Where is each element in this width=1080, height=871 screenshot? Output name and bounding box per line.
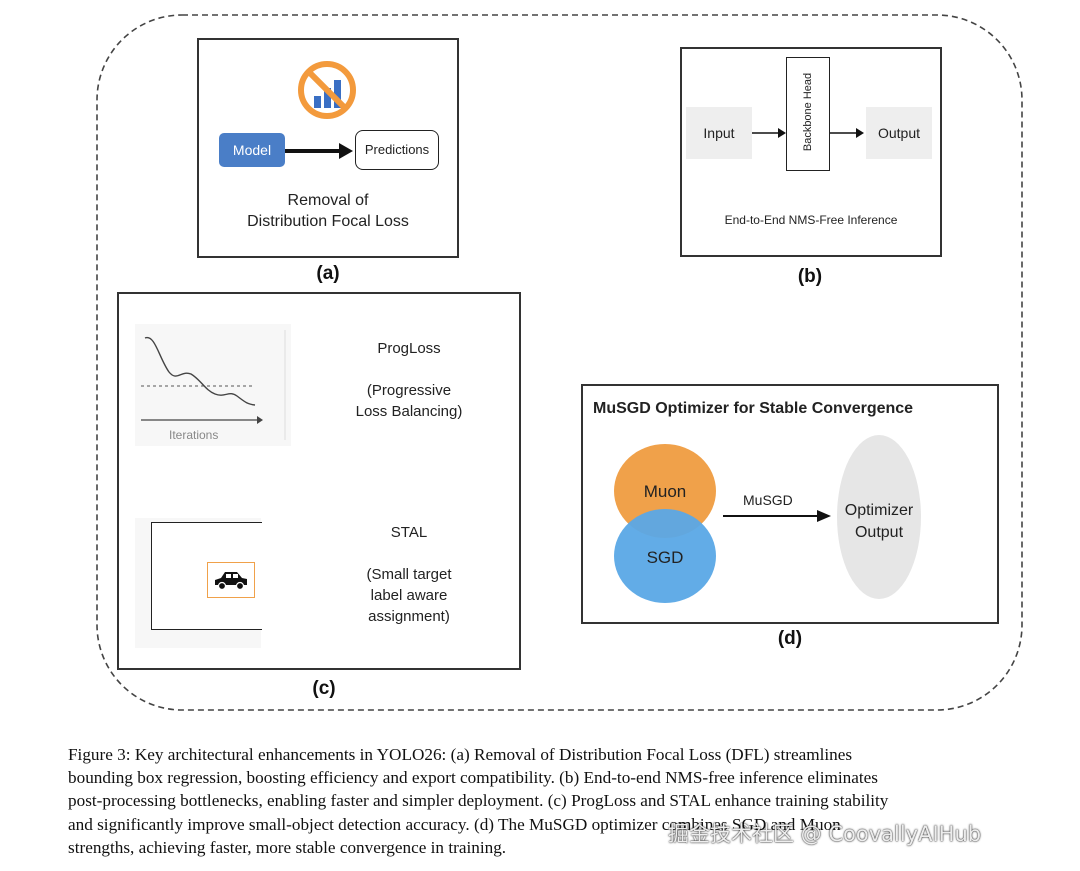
panel-b-caption: End-to-End NMS-Free Inference — [724, 213, 898, 227]
backbone-head-label: Backbone Head — [802, 72, 814, 152]
panel-c: Iterations ProgLoss (Progressive Loss Ba… — [117, 292, 521, 670]
optimizer-output-line2: Output — [854, 524, 904, 541]
optimizer-output-line1: Optimizer — [844, 502, 914, 519]
panel-d: MuSGD Optimizer for Stable Convergence M… — [581, 384, 999, 624]
caption-line-5: strengths, achieving faster, more stable… — [68, 837, 507, 857]
panel-a-sublabel: (a) — [316, 263, 340, 284]
progloss-desc-line1: (Progressive — [366, 382, 452, 399]
musgd-arrow — [723, 510, 831, 522]
panel-b-sublabel: (b) — [797, 266, 823, 287]
input-box: Input — [686, 107, 752, 159]
output-arrow — [830, 128, 864, 138]
venn-diagram — [614, 444, 716, 603]
stal-illustration — [135, 518, 262, 648]
progloss-desc-line2: Loss Balancing) — [355, 403, 463, 420]
progloss-chart: Iterations — [135, 324, 291, 446]
model-label: Model — [232, 142, 272, 158]
progloss-text: ProgLoss (Progressive Loss Balancing) — [319, 338, 499, 422]
optimizer-output-text: Optimizer Output — [829, 500, 929, 544]
no-chart-icon — [298, 61, 356, 119]
figure-caption: Figure 3: Key architectural enhancements… — [68, 743, 1038, 859]
car-bbox — [207, 562, 255, 598]
stal-text: STAL (Small target label aware assignmen… — [319, 522, 499, 627]
input-label: Input — [703, 125, 735, 141]
panel-a: Model Predictions Removal of Distributio… — [197, 38, 459, 258]
panel-a-title-line2: Distribution Focal Loss — [247, 213, 409, 230]
panel-d-sublabel: (d) — [777, 628, 803, 649]
input-arrow — [752, 128, 786, 138]
caption-line-4: and significantly improve small-object d… — [68, 814, 841, 834]
predictions-label: Predictions — [364, 142, 430, 157]
panel-b: Input Backbone Head Output End-to-End NM… — [680, 47, 942, 257]
progloss-title: ProgLoss — [377, 340, 441, 357]
panel-d-title: MuSGD Optimizer for Stable Convergence — [593, 400, 914, 417]
model-to-predictions-arrow — [285, 143, 353, 159]
backbone-head-box: Backbone Head — [786, 57, 830, 171]
model-box: Model — [219, 133, 285, 167]
caption-line-2: bounding box regression, boosting effici… — [68, 768, 878, 788]
predictions-box: Predictions — [355, 130, 439, 170]
musgd-arrow-label: MuSGD — [743, 492, 793, 508]
stal-title: STAL — [390, 524, 428, 541]
car-icon — [215, 572, 247, 591]
sgd-label: SGD — [646, 548, 684, 567]
loss-curve — [141, 330, 286, 440]
panel-c-sublabel: (c) — [312, 678, 336, 699]
stal-desc-line2: label aware — [370, 587, 448, 604]
stal-desc-line3: assignment) — [368, 608, 450, 625]
muon-label: Muon — [643, 482, 687, 501]
stal-desc-line1: (Small target — [366, 566, 452, 583]
chart-axis-label: Iterations — [169, 428, 219, 442]
watermark: 掘金技术社区 @ CoovallyAIHub — [668, 822, 982, 846]
output-label: Output — [877, 125, 921, 141]
caption-line-1: Figure 3: Key architectural enhancements… — [68, 745, 853, 764]
output-box: Output — [866, 107, 932, 159]
dashed-frame — [96, 14, 1023, 711]
caption-line-3: post-processing bottlenecks, enabling fa… — [68, 791, 889, 811]
optimizer-output-ellipse — [837, 435, 921, 599]
panel-a-title-line1: Removal of — [287, 192, 369, 209]
panel-a-title: Removal of Distribution Focal Loss — [199, 190, 457, 232]
